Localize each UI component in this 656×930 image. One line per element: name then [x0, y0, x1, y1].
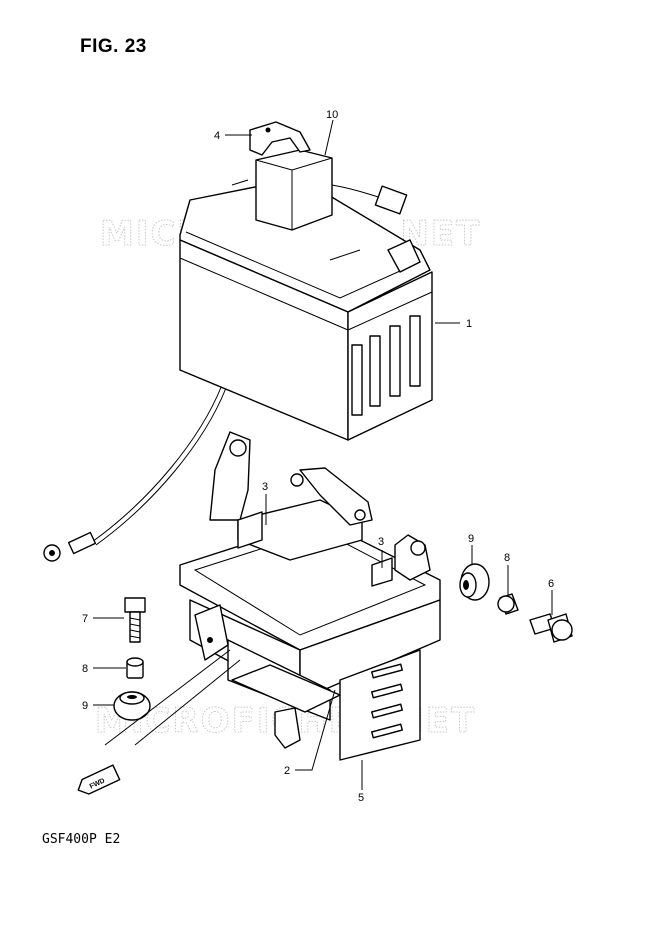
callout-2: 2	[284, 765, 290, 777]
callout-7: 7	[82, 613, 88, 625]
grommet-right	[459, 563, 490, 601]
holder-bracket	[249, 121, 311, 156]
callout-5: 5	[358, 792, 364, 804]
callout-8b: 8	[82, 663, 88, 675]
battery-tray-bottom	[231, 664, 341, 713]
model-code: GSF400P E2	[42, 832, 121, 847]
cushion-right	[371, 557, 393, 587]
callout-4: 4	[214, 130, 220, 142]
bolt-left	[124, 597, 146, 643]
callout-3b: 3	[378, 536, 384, 548]
battery-holder	[179, 431, 441, 761]
assembly-lines	[104, 649, 241, 746]
spacer-right	[497, 593, 519, 615]
callout-9a: 9	[468, 533, 474, 545]
callout-10: 10	[326, 109, 338, 121]
spacer-left	[126, 657, 144, 679]
callout-8a: 8	[504, 552, 510, 564]
callout-9b: 9	[82, 700, 88, 712]
fwd-arrow-icon: FWD	[77, 764, 121, 795]
battery	[179, 177, 433, 441]
ground-cable	[43, 384, 227, 562]
cushion-left	[237, 511, 263, 549]
callout-3a: 3	[262, 481, 268, 493]
grommet-left	[113, 691, 151, 721]
figure-title: FIG. 23	[80, 36, 147, 57]
callout-1: 1	[466, 318, 472, 330]
bolt-right	[529, 613, 573, 643]
callout-6: 6	[548, 578, 554, 590]
leader-lines	[93, 119, 553, 790]
